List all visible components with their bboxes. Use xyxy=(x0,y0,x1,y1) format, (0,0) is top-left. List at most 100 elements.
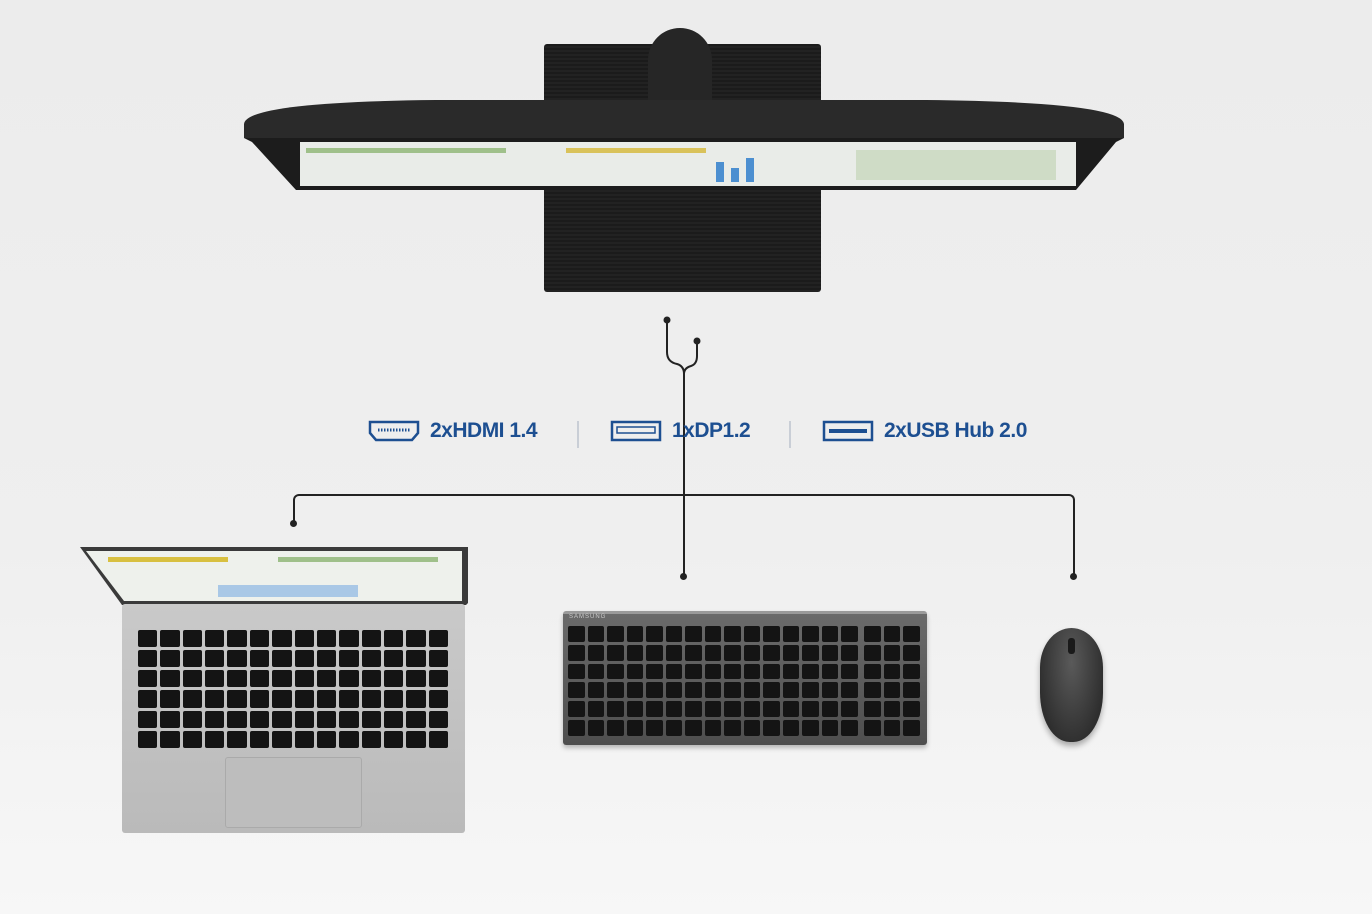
key xyxy=(249,730,270,748)
key xyxy=(138,730,158,748)
key xyxy=(428,630,448,648)
key xyxy=(383,730,404,748)
key xyxy=(160,690,180,708)
key xyxy=(428,670,448,688)
key xyxy=(339,650,359,668)
key xyxy=(160,650,180,668)
key xyxy=(160,730,180,748)
key xyxy=(626,720,644,736)
key xyxy=(626,701,644,718)
key xyxy=(864,644,881,661)
key xyxy=(587,663,605,680)
scroll-wheel xyxy=(1068,638,1075,654)
key xyxy=(294,690,314,708)
key xyxy=(626,682,644,699)
key xyxy=(182,690,203,708)
key xyxy=(883,626,901,642)
key xyxy=(903,644,920,661)
key xyxy=(182,730,203,748)
key xyxy=(763,701,780,718)
key xyxy=(227,630,247,648)
monitor-top-view xyxy=(244,100,1124,190)
key xyxy=(704,682,722,699)
key xyxy=(383,670,404,688)
key xyxy=(685,663,702,680)
key xyxy=(646,644,663,661)
key xyxy=(802,682,819,699)
port-label: 1xDP1.2 xyxy=(672,419,751,442)
key xyxy=(587,626,605,642)
key xyxy=(743,644,761,661)
key xyxy=(316,630,337,648)
hdmi-port-icon xyxy=(368,420,420,442)
key xyxy=(316,670,337,688)
key xyxy=(249,690,270,708)
key xyxy=(272,650,292,668)
key xyxy=(841,720,858,736)
key xyxy=(568,720,585,736)
key xyxy=(406,650,426,668)
port-usb: 2xUSB Hub 2.0 xyxy=(822,419,1027,443)
key xyxy=(903,701,920,718)
key xyxy=(428,690,448,708)
key xyxy=(607,682,624,699)
key xyxy=(685,682,702,699)
key xyxy=(607,701,624,718)
laptop-keyboard xyxy=(138,630,448,748)
key xyxy=(743,626,761,642)
key xyxy=(903,663,920,680)
key xyxy=(607,720,624,736)
key xyxy=(272,730,292,748)
key xyxy=(841,663,858,680)
key xyxy=(685,644,702,661)
key xyxy=(205,630,225,648)
key xyxy=(182,650,203,668)
key xyxy=(361,630,381,648)
key xyxy=(587,644,605,661)
displayport-icon xyxy=(610,420,662,442)
key xyxy=(205,710,225,728)
key xyxy=(626,644,644,661)
keyboard-nav-keys xyxy=(864,626,920,736)
key xyxy=(587,682,605,699)
key xyxy=(607,626,624,642)
key xyxy=(646,663,663,680)
key xyxy=(361,730,381,748)
key xyxy=(665,644,683,661)
key xyxy=(782,682,800,699)
key xyxy=(883,701,901,718)
mouse xyxy=(1040,628,1103,742)
key xyxy=(316,650,337,668)
key xyxy=(316,710,337,728)
connector-line xyxy=(683,462,685,576)
laptop-screen xyxy=(80,547,468,605)
key xyxy=(361,710,381,728)
key xyxy=(568,644,585,661)
key xyxy=(802,626,819,642)
key xyxy=(294,670,314,688)
connector-branch xyxy=(293,494,1075,524)
key xyxy=(782,720,800,736)
key xyxy=(782,701,800,718)
connector-line xyxy=(1073,520,1075,576)
key xyxy=(406,690,426,708)
key xyxy=(316,690,337,708)
key xyxy=(763,644,780,661)
port-label: 2xHDMI 1.4 xyxy=(430,419,538,442)
key xyxy=(724,644,741,661)
key xyxy=(607,663,624,680)
key xyxy=(361,670,381,688)
key xyxy=(665,682,683,699)
key xyxy=(249,630,270,648)
cable-icon xyxy=(663,316,701,462)
key xyxy=(316,730,337,748)
key xyxy=(883,644,901,661)
key xyxy=(743,720,761,736)
key xyxy=(802,720,819,736)
key xyxy=(406,730,426,748)
key xyxy=(227,710,247,728)
key xyxy=(428,650,448,668)
key xyxy=(568,701,585,718)
key xyxy=(802,701,819,718)
key xyxy=(428,730,448,748)
